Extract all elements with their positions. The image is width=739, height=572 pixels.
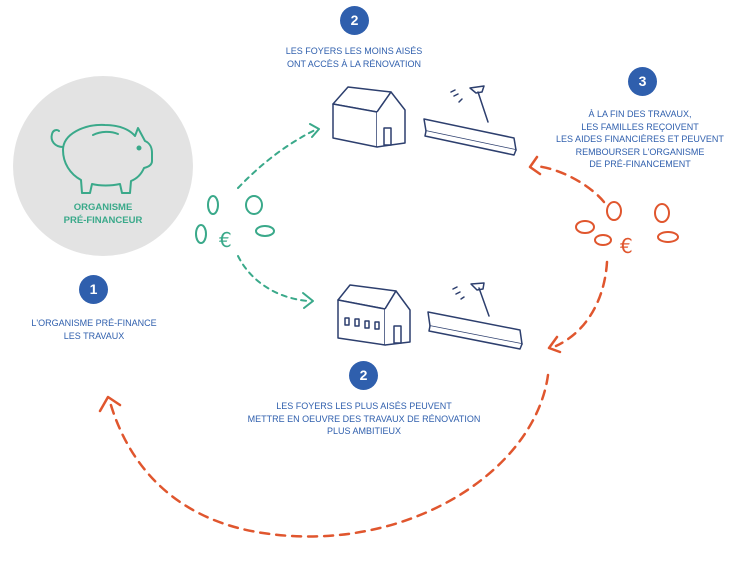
hammer-and-plank-icon	[423, 85, 517, 156]
small-house-icon	[332, 86, 406, 148]
hammer-and-plank-icon-2	[427, 282, 523, 350]
green-coins-icon	[195, 195, 275, 244]
step-1-caption: L'ORGANISME PRÉ-FINANCE LES TRAVAUX	[31, 318, 157, 341]
red-arrows	[108, 164, 609, 538]
step-3-badge: 3	[628, 67, 657, 96]
piggy-bank-icon	[50, 123, 153, 194]
green-arrows	[237, 129, 316, 302]
step-2a-badge: 2	[340, 6, 369, 35]
step-2a-caption: LES FOYERS LES MOINS AISÉS ONT ACCÈS À L…	[285, 46, 423, 69]
step-1-badge: 1	[79, 275, 108, 304]
step-3-caption: À LA FIN DES TRAVAUX, LES FAMILLES REÇOI…	[556, 109, 724, 169]
actor-label-line-2: PRÉ-FINANCEUR	[63, 215, 143, 226]
step-2b-caption: LES FOYERS LES PLUS AISÉS PEUVENT METTRE…	[247, 401, 481, 436]
step-2b-badge: 2	[349, 361, 378, 390]
green-euro-symbol: €	[219, 228, 232, 252]
large-house-icon	[337, 284, 411, 346]
actor-label-line-1: ORGANISME	[73, 202, 133, 213]
actor-label: ORGANISME PRÉ-FINANCEUR	[43, 201, 163, 227]
red-euro-symbol: €	[620, 234, 633, 258]
actor-circle	[13, 76, 193, 256]
red-coins-icon	[575, 201, 679, 246]
